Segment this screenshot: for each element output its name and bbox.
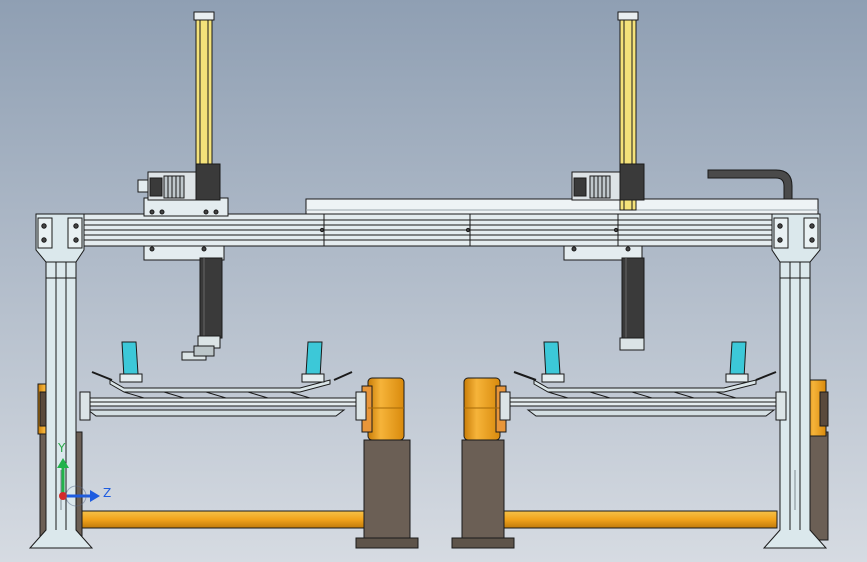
coordinate-triad	[57, 458, 100, 507]
gantry-right-leg	[762, 213, 828, 549]
triad-y-label: Y	[58, 441, 66, 455]
right-z-column	[621, 257, 645, 341]
left-base-shaft	[81, 510, 368, 529]
center-pedestal-left	[355, 377, 419, 549]
left-fixture-clamp-a	[121, 341, 139, 379]
right-outer-positioner	[805, 379, 829, 541]
triad-z-label: Z	[103, 486, 112, 500]
left-z-column	[199, 257, 223, 339]
gantry-cross-beam	[83, 213, 773, 247]
left-carriage	[137, 11, 229, 361]
base-shafts	[81, 510, 778, 529]
right-carriage	[563, 11, 645, 351]
right-fixture	[499, 341, 787, 421]
right-fixture-clamp-b	[729, 341, 747, 379]
right-fixture-clamp-a	[543, 341, 561, 379]
left-fixture-clamp-b	[305, 341, 323, 379]
hose	[707, 169, 793, 200]
left-fixture	[79, 341, 367, 421]
right-base-shaft	[501, 510, 778, 529]
